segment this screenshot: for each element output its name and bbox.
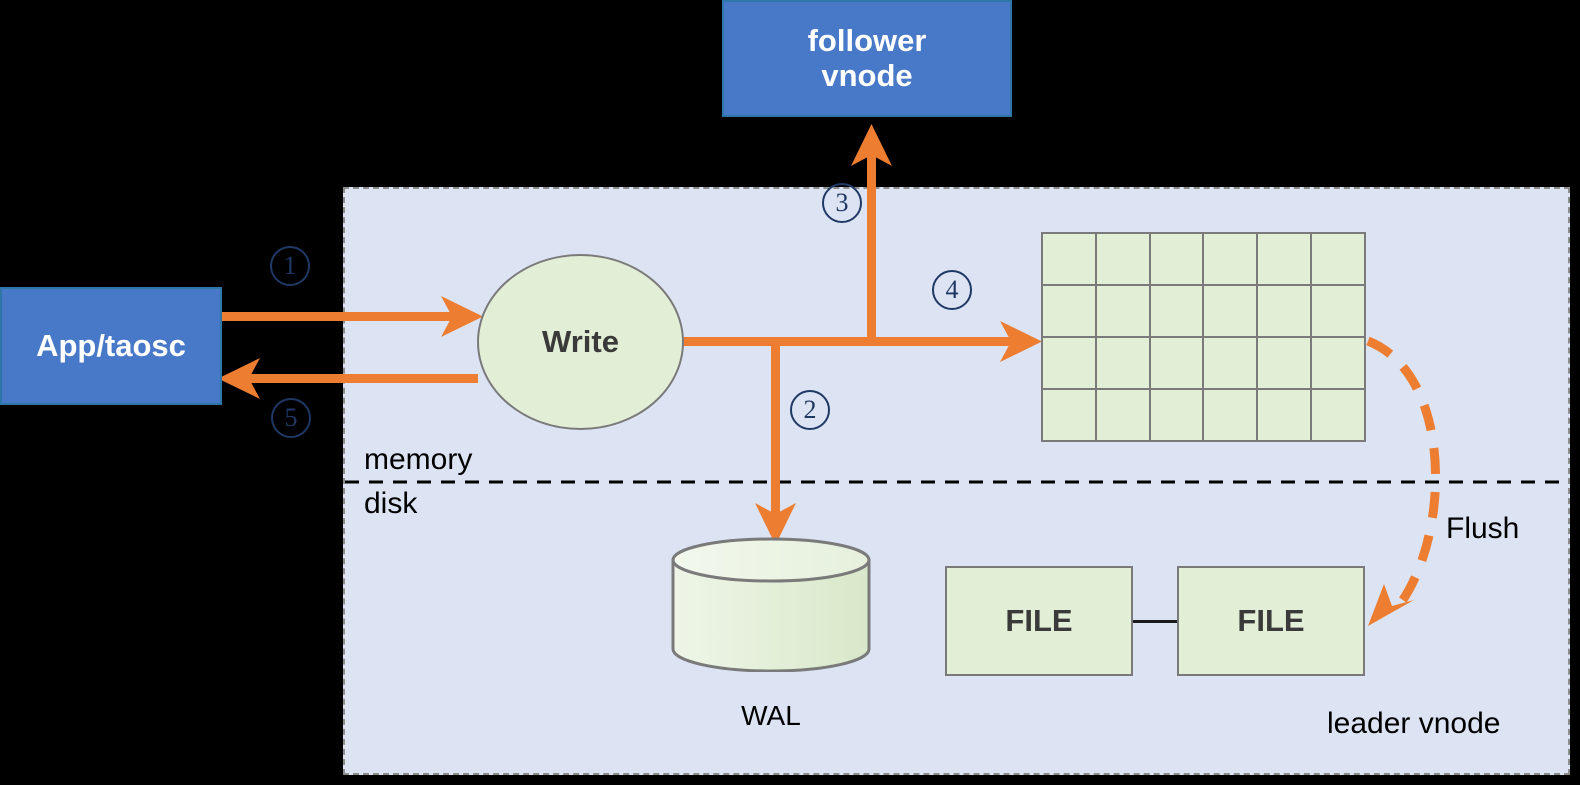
follower-vnode-box[interactable]: follower vnode [722,0,1012,117]
memtable-cell [1043,390,1095,440]
step-badge-1: 1 [270,246,310,286]
memtable-cell [1258,390,1311,440]
wal-cylinder[interactable] [671,537,871,673]
memtable-cell [1096,390,1149,440]
file-box-1[interactable]: FILE [945,566,1133,676]
memtable-cell [1312,286,1364,336]
memtable-cell [1204,234,1257,284]
memtable-grid[interactable] [1041,232,1366,442]
write-node[interactable]: Write [477,254,684,430]
step-badge-5: 5 [271,398,311,438]
memtable-cell [1312,338,1364,388]
file-connector-line [1133,620,1177,623]
flow-line-write-to-memtable [682,337,1033,346]
file-box-2[interactable]: FILE [1177,566,1365,676]
memory-label: memory [364,443,473,476]
flow-line-write-to-wal [771,341,780,516]
disk-label: disk [364,487,418,520]
memtable-cell [1096,338,1149,388]
memtable-cell [1204,338,1257,388]
write-node-label: Write [542,324,619,359]
step-badge-3: 3 [822,183,862,223]
flush-label: Flush [1446,512,1520,545]
wal-label: WAL [741,700,801,731]
memtable-cell [1312,234,1364,284]
follower-vnode-label-line2: vnode [821,57,913,93]
file-box-1-label: FILE [1005,603,1073,638]
memtable-cell [1150,286,1203,336]
leader-vnode-label: leader vnode [1327,707,1501,740]
wal-cylinder-shape [671,537,871,673]
flow-line-write-to-follower [867,133,876,342]
memtable-cell [1096,234,1149,284]
memtable-cell [1258,234,1311,284]
follower-vnode-label-line1: follower [807,22,927,58]
memtable-cell [1043,286,1095,336]
step-badge-2: 2 [790,390,830,430]
app-taosc-label: App/taosc [36,327,186,363]
memtable-cell [1312,390,1364,440]
memtable-cell [1043,234,1095,284]
memtable-cell [1043,338,1095,388]
file-box-2-label: FILE [1237,603,1305,638]
memtable-cell [1204,390,1257,440]
step-badge-4: 4 [932,270,972,310]
memtable-cell [1258,338,1311,388]
memtable-cell [1258,286,1311,336]
flow-line-write-to-app [228,374,478,383]
memtable-cell [1150,234,1203,284]
app-taosc-box[interactable]: App/taosc [0,287,222,405]
memtable-cell [1150,390,1203,440]
memtable-cell [1150,338,1203,388]
memtable-cell [1096,286,1149,336]
memtable-cell [1204,286,1257,336]
flow-line-app-to-write [222,312,471,321]
